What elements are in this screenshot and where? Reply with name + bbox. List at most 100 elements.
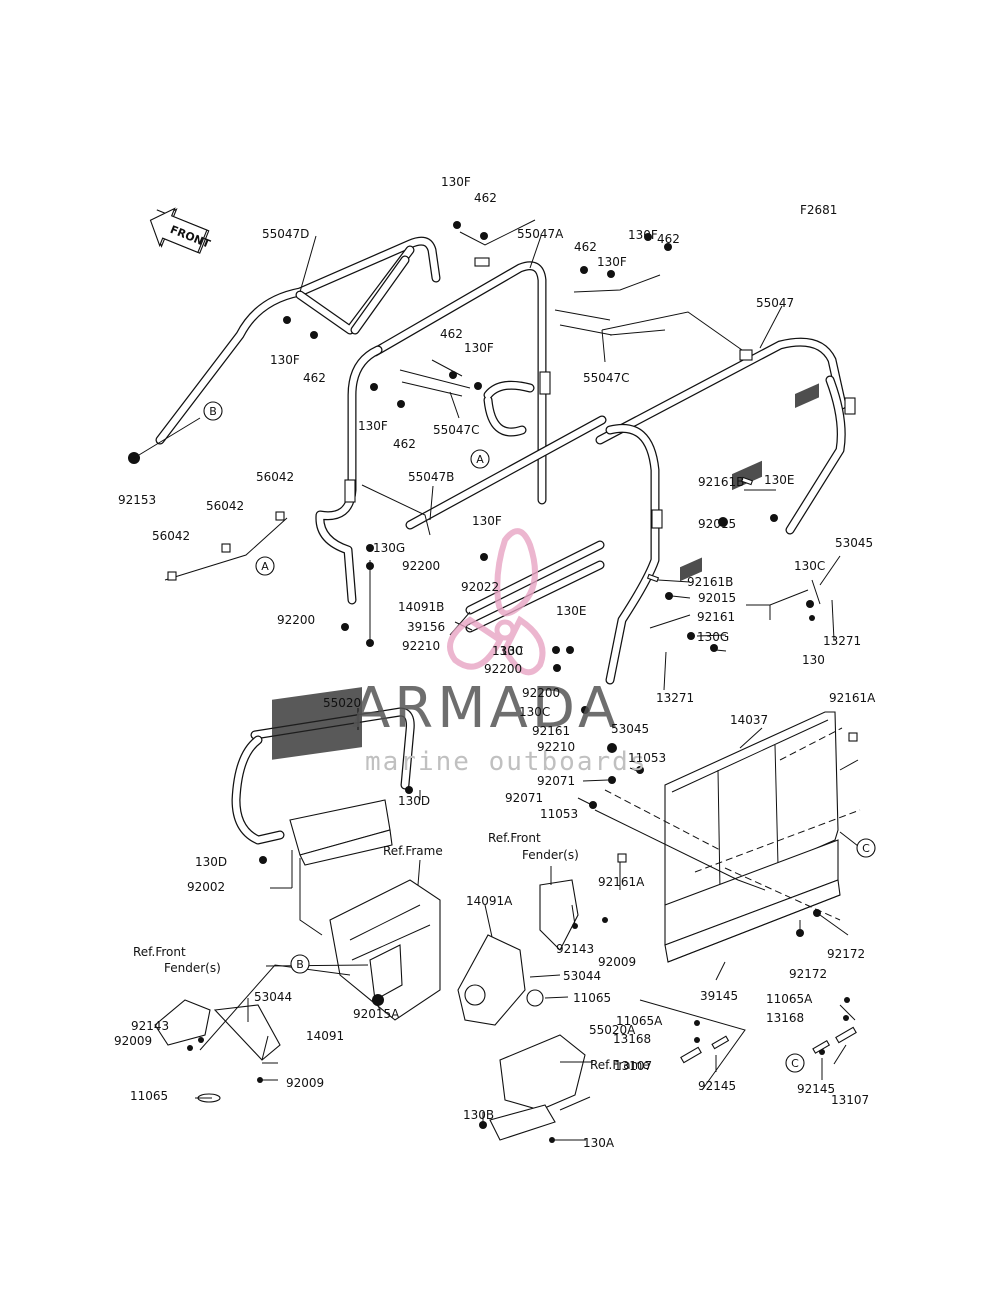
callout-b-lower: B [290,954,310,974]
part-label: 11065 [130,1089,168,1103]
tag-labels [167,476,858,863]
watermark-logo-icon [447,528,546,676]
part-label: 53044 [563,969,601,983]
part-label: 92161B [687,575,733,589]
part-label: 130E [764,473,795,487]
part-label: 130F [628,228,658,242]
part-label: 13168 [766,1011,804,1025]
callout-b-upper: B [203,401,223,421]
part-label: Ref.Front [133,945,186,959]
part-label: 92143 [556,942,594,956]
part-label: 92153 [118,493,156,507]
callout-a-left: A [255,556,275,576]
part-label: 92071 [505,791,543,805]
part-label: 130C [794,559,825,573]
part-label: 14091 [306,1029,344,1043]
part-label: 92009 [598,955,636,969]
part-label: 39156 [407,620,445,634]
part-label: 13271 [656,691,694,705]
ref-frame-lower [329,879,441,1021]
part-label: 53044 [254,990,292,1004]
part-label: 14091A [466,894,513,908]
part-label: 130F [270,353,300,367]
part-label: 92172 [827,947,865,961]
rear-screen-14037 [664,383,841,963]
part-label: 55020A [589,1023,636,1037]
part-label: 53045 [835,536,873,550]
part-label: 55047A [517,227,564,241]
part-label: 130F [597,255,627,269]
part-label: 13107 [831,1093,869,1107]
part-label: 130C [492,644,523,658]
part-label: 130F [441,175,471,189]
part-label: 14037 [730,713,768,727]
watermark: ARMADA marine outboards [352,528,647,777]
part-label: 56042 [152,529,190,543]
svg-text:A: A [476,453,484,466]
part-label: 130F [464,341,494,355]
watermark-subtitle: marine outboards [365,747,647,777]
part-label: Ref.Frame [590,1058,650,1072]
part-label: 56042 [256,470,294,484]
part-label: 130F [472,514,502,528]
svg-text:B: B [296,958,304,971]
part-label: 39145 [700,989,738,1003]
part-label: 130E [556,604,587,618]
part-label: 13271 [823,634,861,648]
part-label: 92002 [187,880,225,894]
part-label: 462 [393,437,416,451]
front-bumper-55020 [231,687,415,866]
part-label: 55020 [323,696,361,710]
part-label: 92009 [286,1076,324,1090]
part-label: Fender(s) [164,961,221,975]
part-label: 92015 [698,517,736,531]
part-label: 92200 [277,613,315,627]
part-label: Fender(s) [522,848,579,862]
part-label: 13107 [614,1059,652,1073]
front-arrow-icon: FRONT [149,207,213,254]
part-label: 11065A [616,1014,663,1028]
part-label: 130 [802,653,825,667]
part-label: 92161A [829,691,876,705]
part-label: 92015A [353,1007,400,1021]
part-label: 11053 [628,751,666,765]
part-label: 130G [373,541,405,555]
part-label: 92145 [698,1079,736,1093]
svg-text:C: C [791,1057,799,1070]
part-label: 55047B [408,470,454,484]
watermark-title: ARMADA [352,676,620,741]
part-label: 92161 [532,724,570,738]
part-label: 92015 [698,591,736,605]
part-label: 462 [574,240,597,254]
part-label: 53045 [611,722,649,736]
part-label: 92172 [789,967,827,981]
part-label: 11065A [766,992,813,1006]
figure-code: F2681 [800,203,837,217]
part-label: 11065 [573,991,611,1005]
part-label: 92161B [698,475,744,489]
part-label: 130D [398,794,430,808]
part-label: 92145 [797,1082,835,1096]
part-label: Ref.Front [488,831,541,845]
part-label: 92009 [114,1034,152,1048]
part-label: 92210 [537,740,575,754]
part-label: 462 [657,232,680,246]
part-label: 55047D [262,227,309,241]
part-label: 55047C [433,423,480,437]
part-label: 92161A [598,875,645,889]
part-label: 130F [358,419,388,433]
part-label: 55047C [583,371,630,385]
part-label: 130A [583,1136,615,1150]
fender-guards [154,879,586,1141]
part-label: 92161 [697,610,735,624]
part-label: 92210 [402,639,440,653]
part-label: 92200 [522,686,560,700]
part-label: 462 [303,371,326,385]
part-label: 130C [519,705,550,719]
part-label: 92200 [484,662,522,676]
svg-text:C: C [862,842,870,855]
part-label: 56042 [206,499,244,513]
part-label: 462 [474,191,497,205]
